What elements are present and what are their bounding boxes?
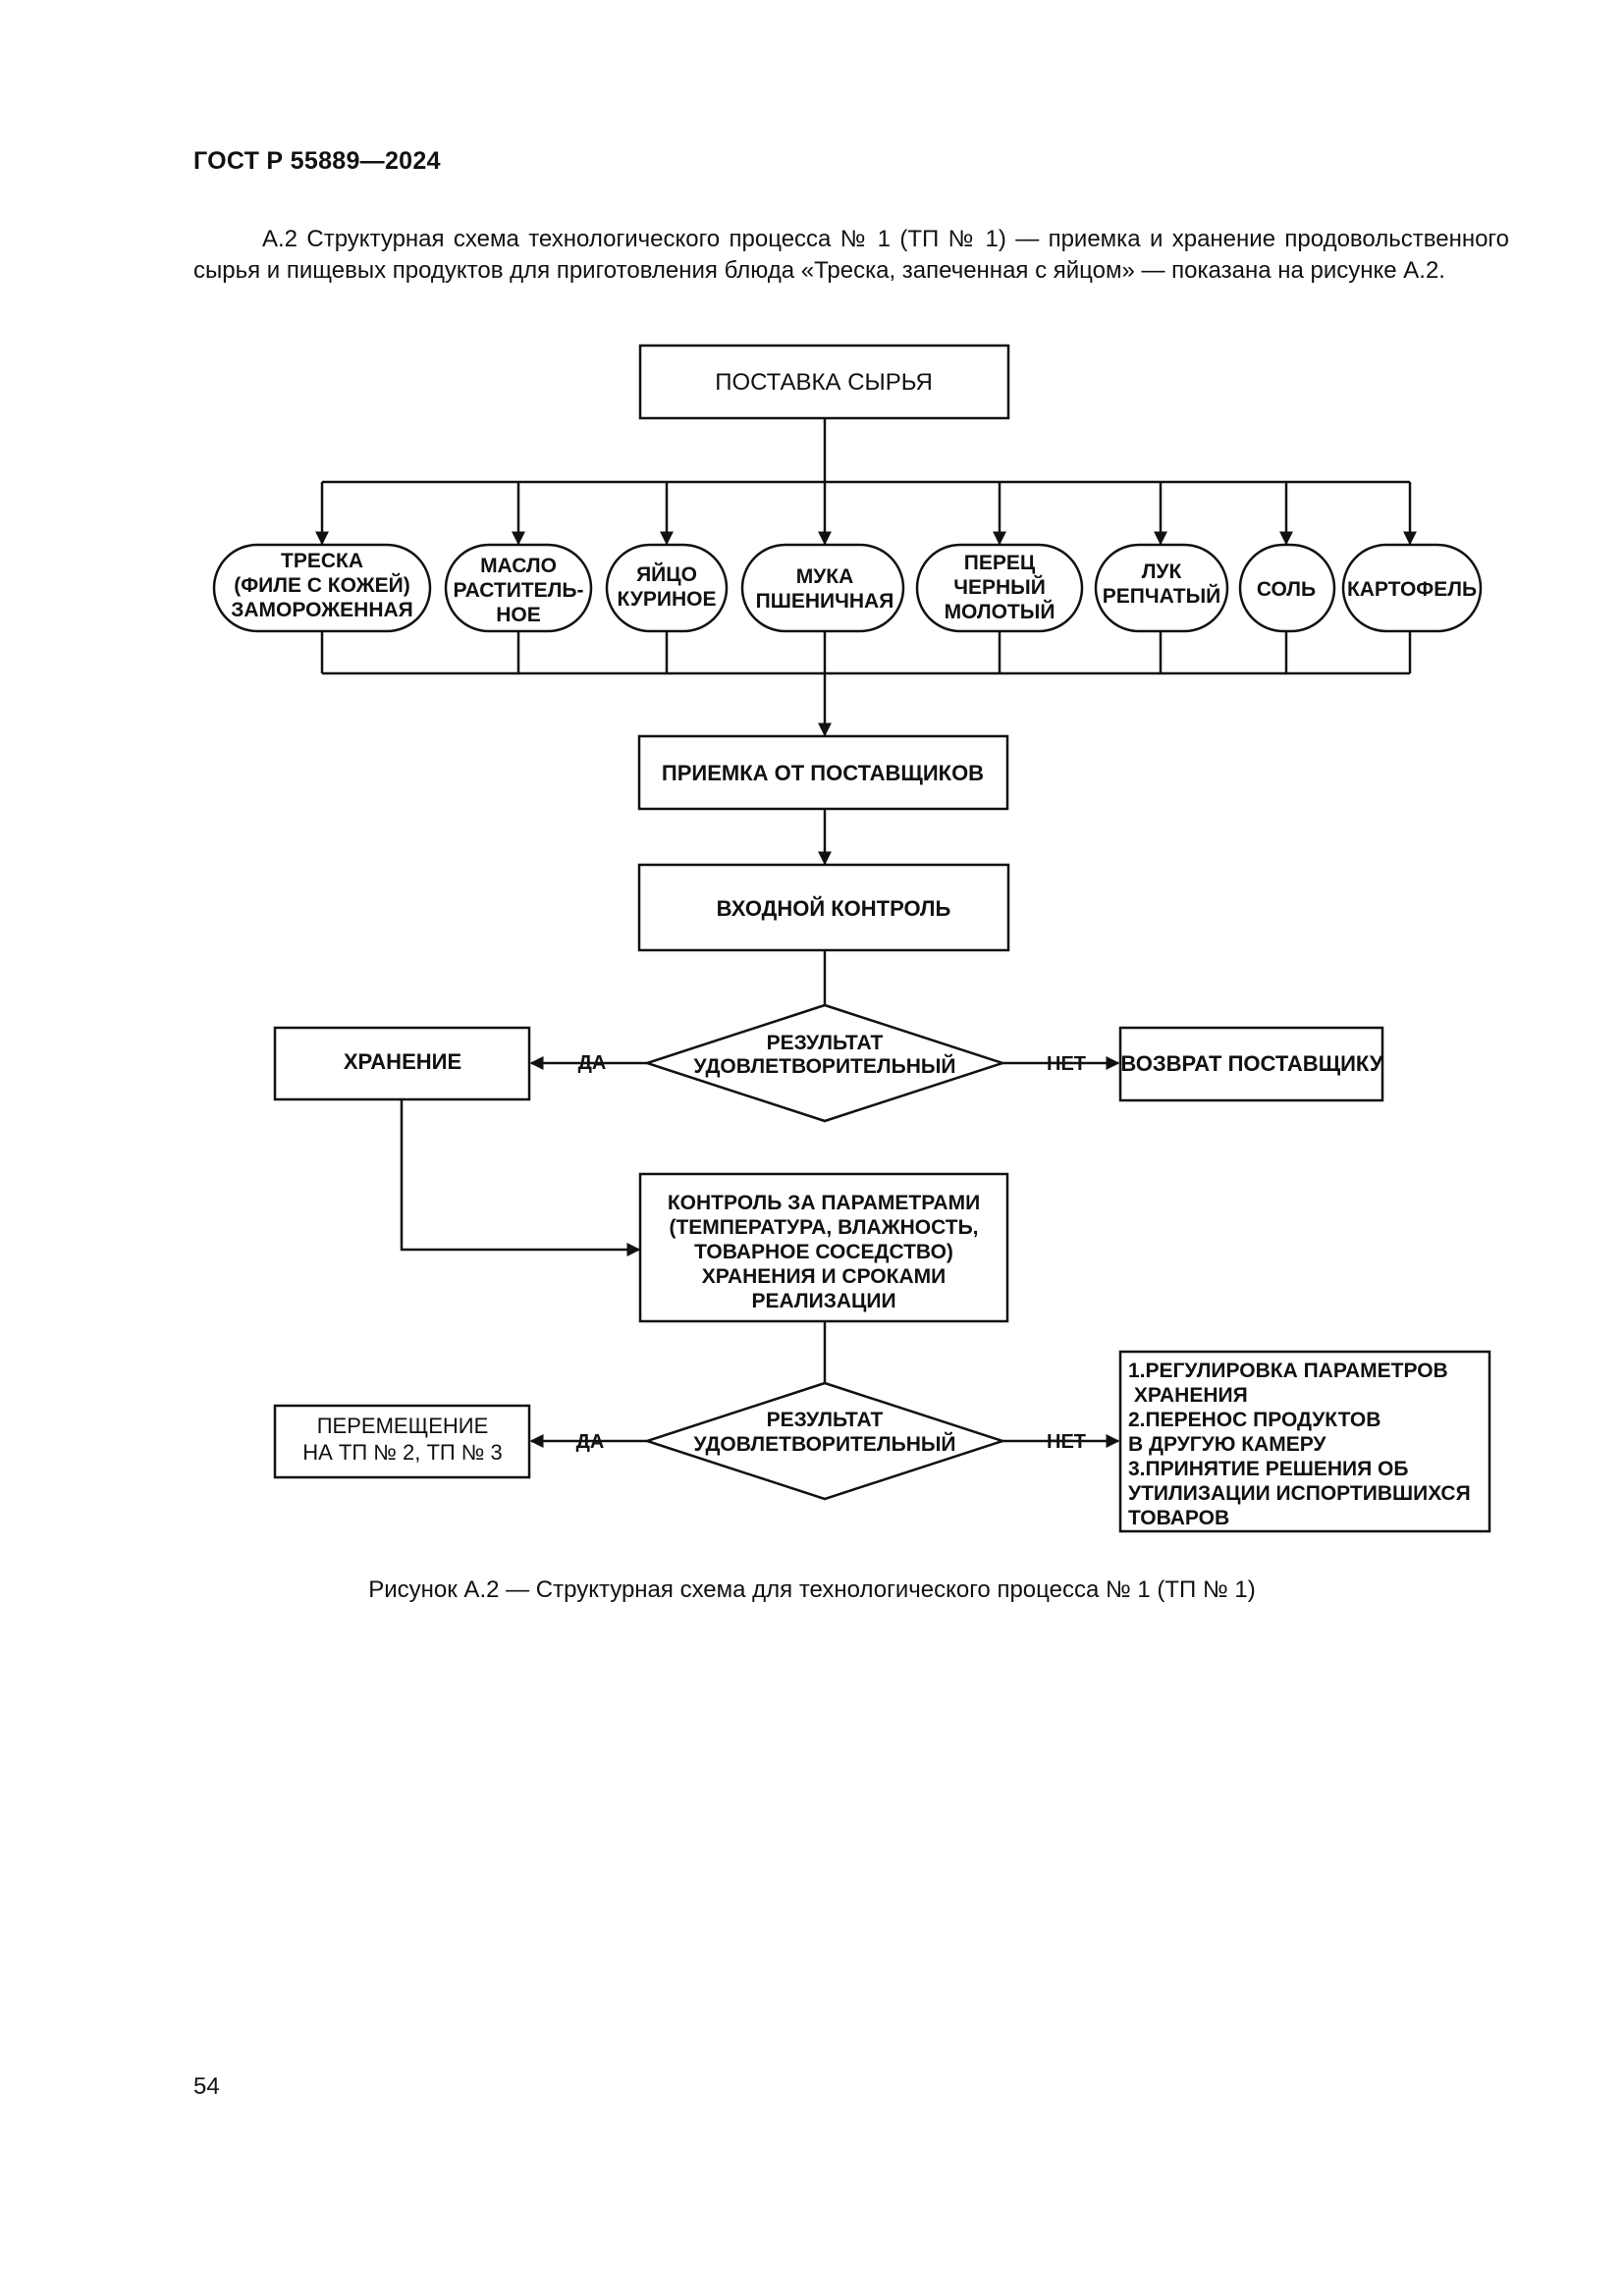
- oil-line-3: НОЕ: [496, 604, 541, 626]
- oil-line-2: РАСТИТЕЛЬ-: [453, 579, 583, 602]
- actions-line-7: ТОВАРОВ: [1128, 1507, 1229, 1529]
- actions-line-3: 2.ПЕРЕНОС ПРОДУКТОВ: [1128, 1409, 1380, 1431]
- control-params-line-1: КОНТРОЛЬ ЗА ПАРАМЕТРАМИ: [668, 1192, 980, 1214]
- return-box: [1118, 1026, 1384, 1102]
- intro-paragraph: А.2 Структурная схема технологического п…: [193, 226, 1509, 284]
- actions-line-2: ХРАНЕНИЯ: [1128, 1384, 1248, 1407]
- ingredient-labels: ТРЕСКА (ФИЛЕ С КОЖЕЙ) ЗАМОРОЖЕННАЯ МАСЛО…: [231, 550, 1477, 626]
- input-control-label: ВХОДНОЙ КОНТРОЛЬ: [717, 896, 951, 921]
- figure-caption: Рисунок А.2 — Структурная схема для техн…: [368, 1576, 1256, 1603]
- decision-1-diamond: [642, 1003, 1007, 1123]
- egg-line-1: ЯЙЦО: [636, 562, 697, 586]
- cod-line-3: ЗАМОРОЖЕННАЯ: [231, 599, 413, 621]
- actions-line-1: 1.РЕГУЛИРОВКА ПАРАМЕТРОВ: [1128, 1360, 1448, 1382]
- control-params-line-5: РЕАЛИЗАЦИИ: [751, 1290, 895, 1312]
- cod-line-1: ТРЕСКА: [281, 550, 363, 572]
- control-params-line-4: ХРАНЕНИЯ И СРОКАМИ: [702, 1265, 946, 1288]
- pepper-line-2: ЧЕРНЫЙ: [953, 575, 1046, 599]
- actions-line-6: УТИЛИЗАЦИИ ИСПОРТИВШИХСЯ: [1128, 1482, 1471, 1505]
- control-params-line-3: ТОВАРНОЕ СОСЕДСТВО): [694, 1241, 953, 1263]
- actions-line-5: 3.ПРИНЯТИЕ РЕШЕНИЯ ОБ: [1128, 1458, 1408, 1480]
- pepper-line-1: ПЕРЕЦ: [964, 552, 1036, 574]
- flour-line-1: МУКА: [796, 565, 854, 588]
- decision-2-line-2: УДОВЛЕТВОРИТЕЛЬНЫЙ: [693, 1432, 955, 1456]
- yes-label-2: ДА: [576, 1431, 605, 1453]
- supply-label: ПОСТАВКА СЫРЬЯ: [715, 369, 933, 396]
- storage-label: ХРАНЕНИЕ: [344, 1049, 461, 1074]
- ingredient-flour: [740, 543, 905, 633]
- oil-line-1: МАСЛО: [480, 555, 557, 577]
- reception-box: [637, 734, 1009, 811]
- flour-line-2: ПШЕНИЧНАЯ: [756, 590, 894, 613]
- control-params-labels: КОНТРОЛЬ ЗА ПАРАМЕТРАМИ (ТЕМПЕРАТУРА, ВЛ…: [668, 1192, 980, 1312]
- transfer-line-2: НА ТП № 2, ТП № 3: [302, 1440, 503, 1465]
- decision-1-line-1: РЕЗУЛЬТАТ: [767, 1032, 884, 1054]
- actions-line-4: В ДРУГУЮ КАМЕРУ: [1128, 1433, 1326, 1456]
- actions-box: [1118, 1350, 1491, 1533]
- transfer-box: [273, 1404, 531, 1479]
- decision-2-diamond: [642, 1381, 1007, 1501]
- transfer-line-1: ПЕРЕМЕЩЕНИЕ: [317, 1414, 489, 1438]
- ingredient-potato: [1341, 543, 1483, 633]
- decision-2-line-1: РЕЗУЛЬТАТ: [767, 1409, 884, 1431]
- onion-line-1: ЛУК: [1142, 561, 1182, 583]
- salt-label: СОЛЬ: [1257, 578, 1316, 601]
- control-params-line-2: (ТЕМПЕРАТУРА, ВЛАЖНОСТЬ,: [669, 1216, 978, 1239]
- actions-labels: 1.РЕГУЛИРОВКА ПАРАМЕТРОВ ХРАНЕНИЯ 2.ПЕРЕ…: [1128, 1360, 1471, 1529]
- reception-label: ПРИЕМКА ОТ ПОСТАВЩИКОВ: [662, 761, 984, 785]
- potato-label: КАРТОФЕЛЬ: [1347, 578, 1477, 601]
- return-label: ВОЗВРАТ ПОСТАВЩИКУ: [1120, 1051, 1383, 1076]
- cod-line-2: (ФИЛЕ С КОЖЕЙ): [234, 573, 410, 597]
- decision-1-line-2: УДОВЛЕТВОРИТЕЛЬНЫЙ: [693, 1054, 955, 1078]
- page-number: 54: [193, 2073, 220, 2100]
- onion-line-2: РЕПЧАТЫЙ: [1103, 584, 1220, 608]
- pepper-line-3: МОЛОТЫЙ: [945, 600, 1056, 623]
- no-label-2: НЕТ: [1047, 1431, 1086, 1453]
- egg-line-2: КУРИНОЕ: [617, 588, 716, 611]
- no-label-1: НЕТ: [1047, 1053, 1086, 1075]
- yes-label-1: ДА: [578, 1052, 607, 1074]
- document-header: ГОСТ Р 55889—2024: [193, 147, 441, 175]
